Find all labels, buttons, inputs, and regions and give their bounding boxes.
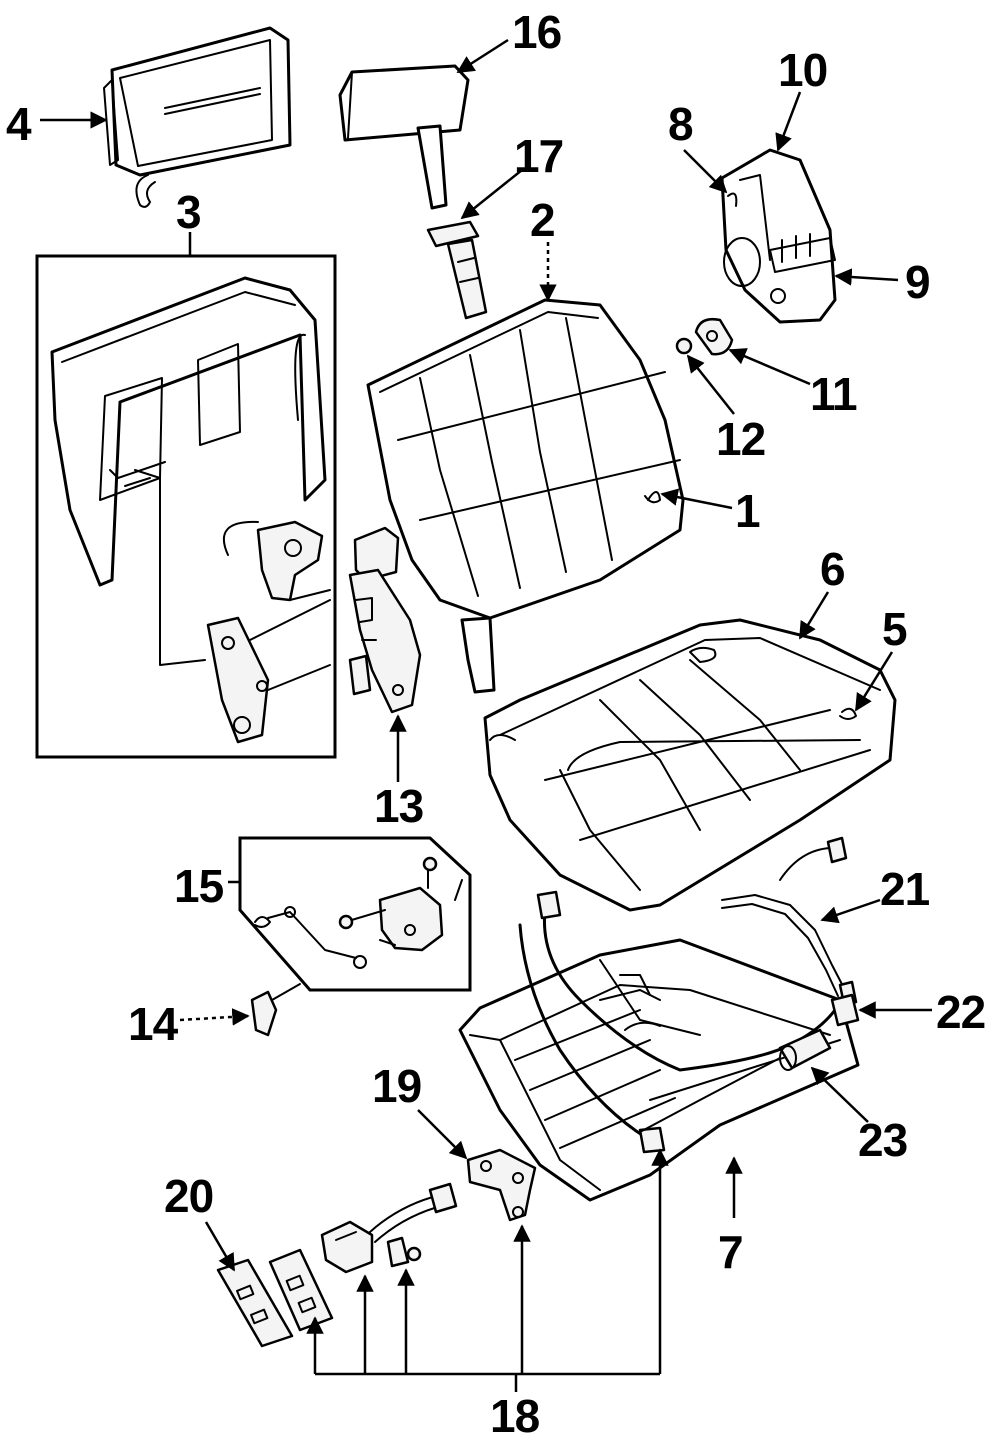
callout-18: 18	[490, 1390, 540, 1440]
callout-13: 13	[374, 780, 423, 832]
part-19-bracket	[466, 1148, 537, 1222]
callout-19: 19	[372, 1060, 421, 1112]
part-22-cable	[518, 890, 860, 1154]
part-7-seat-frame-track	[458, 938, 860, 1202]
part-18-track-hardware	[268, 1182, 458, 1332]
callout-10: 10	[778, 44, 827, 96]
part-16-headrest	[338, 64, 470, 210]
part-4-seat-back-panel-tray	[103, 26, 292, 208]
callout-12: 12	[716, 413, 765, 465]
part-12-bolt	[675, 337, 693, 355]
callout-21: 21	[880, 863, 930, 915]
callout-4: 4	[6, 98, 32, 150]
part-5-clip	[839, 707, 857, 720]
part-10-seat-belt-buckle-cover	[720, 148, 837, 324]
part-17-headrest-guide	[426, 220, 488, 320]
callout-6: 6	[820, 543, 845, 595]
part-15-adjuster-assembly	[238, 836, 472, 992]
callout-11: 11	[810, 368, 857, 420]
part-1-clip	[644, 491, 661, 504]
callout-labels: 1 2 3 4 5 6 7 8 9 10 11 12 13 14 15 16 1…	[6, 6, 986, 1440]
callout-2: 2	[530, 194, 555, 246]
callout-20: 20	[164, 1170, 213, 1222]
leader-lines	[40, 38, 932, 1392]
callout-23: 23	[858, 1114, 907, 1166]
part-2-seat-back-cushion	[366, 298, 685, 694]
part-23-seat-motor	[639, 1028, 832, 1133]
callout-8: 8	[668, 98, 693, 150]
callout-22: 22	[936, 986, 985, 1038]
callout-1: 1	[735, 485, 760, 537]
part-20-cover-plate	[216, 1258, 294, 1348]
callout-9: 9	[905, 256, 930, 308]
part-11-pivot-plate	[694, 318, 734, 356]
callout-17: 17	[514, 130, 563, 182]
part-6-seat-cushion	[483, 618, 897, 912]
callout-14: 14	[128, 998, 179, 1050]
callout-5: 5	[882, 603, 907, 655]
part-14-lever-knob	[250, 983, 301, 1037]
part-3-seat-back-frame-assembly	[35, 254, 337, 759]
part-21-wire-harness	[721, 836, 858, 1006]
callout-3: 3	[176, 186, 201, 238]
callout-15: 15	[174, 860, 224, 912]
callout-7: 7	[718, 1226, 743, 1278]
part-13-recliner-mechanism	[348, 526, 422, 714]
part-8-clip	[727, 192, 738, 207]
callout-16: 16	[512, 6, 561, 58]
